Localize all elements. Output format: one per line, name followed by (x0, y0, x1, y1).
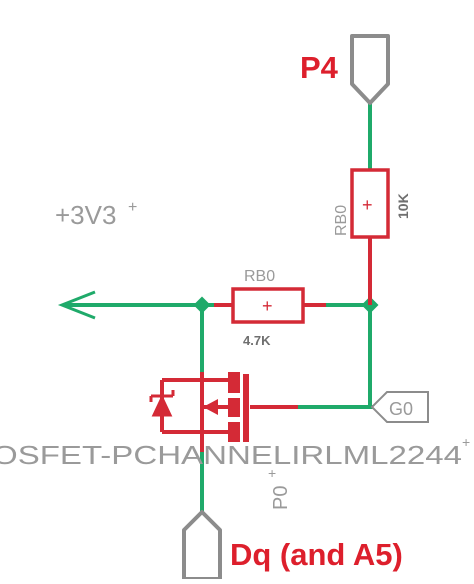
port-dq-label: Dq (and A5) (230, 537, 403, 572)
port-p4: P4 (300, 34, 390, 105)
resistor-mid: + RB0 4.7K (214, 268, 326, 348)
gate-net-label: G0 (370, 391, 429, 423)
supply-mark: + (128, 199, 137, 216)
output-arrow-icon (57, 290, 96, 320)
mosfet-channel (228, 372, 249, 442)
resistor-mid-value: 4.7K (243, 333, 271, 348)
mosfet: P0 + OSFET-PCHANNELIRLML2244 + (0, 372, 470, 510)
resistor-top-name: RB0 (333, 205, 350, 236)
mosfet-ref: P0 (270, 486, 292, 510)
resistor-mid-mark: + (262, 296, 273, 316)
gate-net-outline (370, 391, 429, 423)
resistor-top-body (350, 168, 390, 239)
resistor-top-value: 10K (395, 193, 411, 219)
resistor-top-mark: + (362, 195, 373, 215)
resistor-mid-body (231, 287, 305, 324)
port-p4-label: P4 (300, 50, 339, 85)
resistor-mid-name: RB0 (244, 268, 275, 285)
port-dq: Dq (and A5) (182, 510, 403, 581)
mosfet-ref-mark: + (268, 465, 276, 481)
mosfet-part-label: OSFET-PCHANNELIRLML2244 (0, 440, 462, 470)
mosfet-arrow-icon (203, 399, 218, 415)
supply-label: +3V3 (55, 200, 116, 230)
junction-dot (193, 296, 211, 314)
supply-symbol: +3V3 + (55, 199, 137, 230)
mosfet-part-mark: + (462, 434, 470, 450)
gate-net-text: G0 (389, 399, 413, 419)
diode-icon (149, 390, 175, 417)
port-dq-outline (182, 510, 222, 581)
resistor-top: + RB0 10K (333, 168, 411, 305)
port-p4-outline (350, 34, 390, 105)
